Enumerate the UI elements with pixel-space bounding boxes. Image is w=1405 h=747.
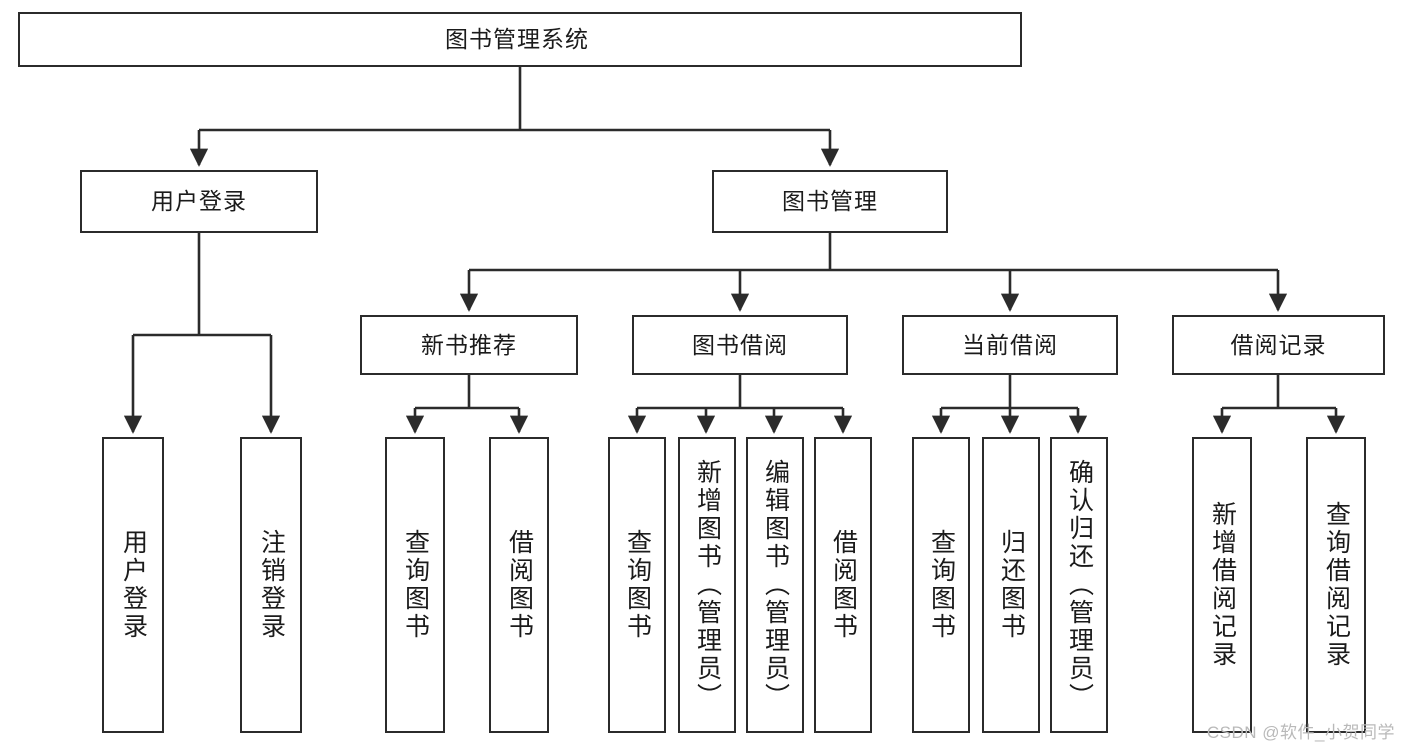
- leaf-label-user-login-signout: 注销登录: [257, 529, 286, 641]
- leaf-current-borrow-query[interactable]: 查询图书: [912, 437, 970, 733]
- leaf-borrow-record-add[interactable]: 新增借阅记录: [1192, 437, 1252, 733]
- node-label-user-login: 用户登录: [151, 188, 247, 215]
- leaf-label-current-borrow-query: 查询图书: [927, 529, 956, 641]
- leaf-user-login-signout[interactable]: 注销登录: [240, 437, 302, 733]
- leaf-label-new-book-query: 查询图书: [401, 529, 430, 641]
- node-book-management[interactable]: 图书管理: [712, 170, 948, 233]
- leaf-new-book-borrow[interactable]: 借阅图书: [489, 437, 549, 733]
- node-new-book-recommend[interactable]: 新书推荐: [360, 315, 578, 375]
- leaf-book-borrow-edit[interactable]: 编辑图书（管理员）: [746, 437, 804, 733]
- node-label-current-borrow: 当前借阅: [962, 331, 1058, 358]
- watermark-text: CSDN @软件_小贺同学: [1206, 723, 1395, 742]
- node-label-new-book-recommend: 新书推荐: [421, 331, 517, 358]
- leaf-label-book-borrow-add: 新增图书（管理员）: [693, 459, 722, 711]
- node-label-book-borrow: 图书借阅: [692, 331, 788, 358]
- leaf-label-book-borrow-lend: 借阅图书: [829, 529, 858, 641]
- node-root-system[interactable]: 图书管理系统: [18, 12, 1022, 67]
- leaf-label-user-login-signin: 用户登录: [119, 529, 148, 641]
- node-book-borrow[interactable]: 图书借阅: [632, 315, 848, 375]
- leaf-label-book-borrow-edit: 编辑图书（管理员）: [761, 459, 790, 711]
- node-borrow-record[interactable]: 借阅记录: [1172, 315, 1385, 375]
- node-user-login[interactable]: 用户登录: [80, 170, 318, 233]
- leaf-label-borrow-record-add: 新增借阅记录: [1208, 501, 1237, 669]
- leaf-borrow-record-query[interactable]: 查询借阅记录: [1306, 437, 1366, 733]
- leaf-new-book-query[interactable]: 查询图书: [385, 437, 445, 733]
- leaf-current-borrow-return[interactable]: 归还图书: [982, 437, 1040, 733]
- leaf-label-current-borrow-confirm: 确认归还（管理员）: [1065, 459, 1094, 711]
- leaf-current-borrow-confirm[interactable]: 确认归还（管理员）: [1050, 437, 1108, 733]
- leaf-label-book-borrow-query: 查询图书: [623, 529, 652, 641]
- node-label-borrow-record: 借阅记录: [1230, 331, 1327, 358]
- node-label-book-management: 图书管理: [782, 188, 878, 215]
- leaf-book-borrow-query[interactable]: 查询图书: [608, 437, 666, 733]
- leaf-label-current-borrow-return: 归还图书: [997, 529, 1026, 641]
- leaf-book-borrow-add[interactable]: 新增图书（管理员）: [678, 437, 736, 733]
- node-current-borrow[interactable]: 当前借阅: [902, 315, 1118, 375]
- leaf-book-borrow-lend[interactable]: 借阅图书: [814, 437, 872, 733]
- leaf-user-login-signin[interactable]: 用户登录: [102, 437, 164, 733]
- leaf-label-new-book-borrow: 借阅图书: [505, 529, 534, 641]
- node-label-root: 图书管理系统: [445, 26, 589, 53]
- leaf-label-borrow-record-query: 查询借阅记录: [1322, 501, 1351, 669]
